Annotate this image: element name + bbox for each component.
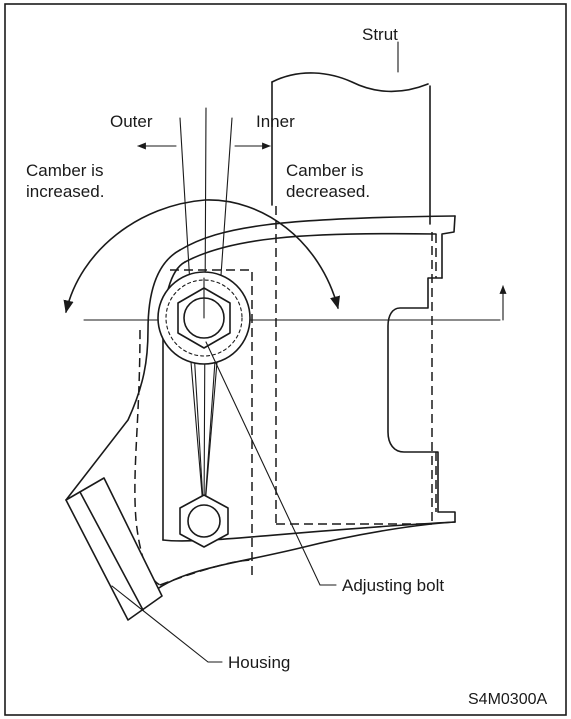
adjusting-bolt-leader (205, 341, 337, 586)
housing-label: Housing (228, 653, 290, 672)
housing-leader (111, 585, 223, 663)
camber-increased-label-line2: increased. (26, 182, 104, 201)
figure-code: S4M0300A (468, 691, 547, 708)
strut-label: Strut (362, 25, 398, 44)
housing-flange-plate (65, 477, 163, 621)
camber-decreased-label-line1: Camber is (286, 161, 363, 180)
camber-rotation-arrow (63, 199, 340, 314)
adjusting-bolt-label: Adjusting bolt (342, 576, 444, 595)
outer-label: Outer (110, 112, 153, 131)
camber-increased-label-line1: Camber is (26, 161, 103, 180)
inner-label: Inner (256, 112, 295, 131)
camber-decreased-label-line2: decreased. (286, 182, 370, 201)
figure-border (4, 3, 567, 716)
strut-body (271, 72, 433, 525)
adjusting-bolt (157, 271, 251, 365)
lower-bolt (179, 494, 229, 548)
